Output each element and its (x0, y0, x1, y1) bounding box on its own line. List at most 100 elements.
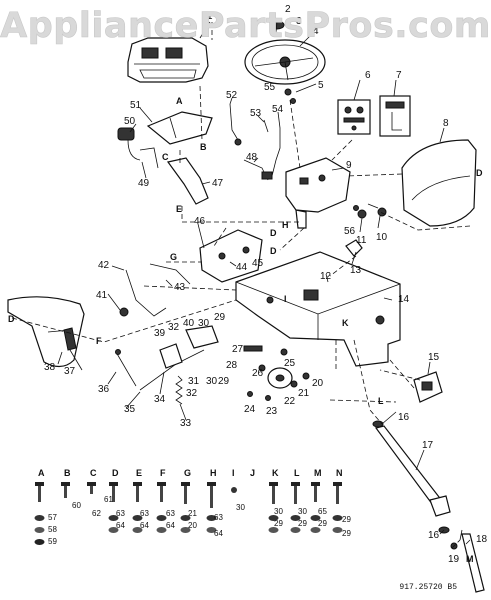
decal-6-part[interactable] (337, 99, 371, 135)
wire-49-part[interactable] (139, 147, 159, 169)
hw-63a: 63 (116, 509, 125, 518)
callout-30a: 30 (198, 318, 210, 329)
callout-39: 39 (154, 328, 166, 339)
switch-56-part[interactable] (353, 205, 359, 211)
rod-43-part[interactable] (149, 263, 191, 285)
callout-18: 18 (476, 534, 488, 545)
switch-10-part[interactable] (367, 203, 387, 217)
bolt-23-part[interactable] (265, 395, 271, 401)
spring-bracket-47-part[interactable] (166, 157, 209, 205)
decal-7-part[interactable] (379, 95, 411, 137)
hw-bolt-h[interactable] (206, 482, 217, 533)
hw-header-a: A (38, 468, 45, 478)
bracket-15-part[interactable] (413, 371, 443, 403)
steering-shaft-17-part[interactable] (374, 425, 451, 517)
switch-11-part[interactable] (357, 209, 367, 219)
hw-header-j: J (250, 468, 255, 478)
callout-12: 12 (320, 271, 332, 282)
ref-H: H (282, 220, 289, 230)
switch-13-part[interactable] (345, 239, 363, 257)
callout-15: 15 (428, 352, 440, 363)
trim-37-part[interactable] (63, 327, 77, 351)
link-34-part[interactable] (159, 343, 183, 369)
hw-bolt-n[interactable] (332, 482, 343, 533)
pulley-22-part[interactable] (267, 367, 293, 389)
callout-23: 23 (266, 406, 278, 417)
cable-54-part[interactable] (271, 128, 281, 177)
callout-41: 41 (96, 290, 108, 301)
callout-32a: 32 (168, 322, 180, 333)
hw-bolt-f[interactable] (156, 482, 167, 533)
cable-52-part[interactable] (229, 103, 242, 146)
frame-14-part[interactable] (235, 251, 401, 367)
hw-header-m: M (314, 468, 322, 478)
hw-59: 59 (48, 537, 57, 546)
hw-bolt-g[interactable] (180, 482, 191, 533)
hw-60: 60 (72, 501, 81, 510)
hw-header-b: B (64, 468, 71, 478)
callout-14: 14 (398, 294, 410, 305)
pin-25-part[interactable] (280, 348, 288, 356)
washer-21-part[interactable] (290, 380, 298, 388)
seat-bracket-51-part[interactable] (146, 111, 213, 145)
cable-48-part[interactable] (243, 159, 273, 181)
hw-bolt-e[interactable] (132, 482, 143, 533)
washer-26-part[interactable] (258, 364, 266, 372)
spring-33-part[interactable] (175, 375, 183, 405)
knob-41-part[interactable] (119, 307, 129, 317)
callout-31: 31 (188, 376, 200, 387)
plate-40-part[interactable] (185, 325, 219, 349)
callout-49: 49 (138, 178, 150, 189)
ref-G: G (170, 252, 177, 262)
callout-40: 40 (183, 318, 195, 329)
ref-B: B (200, 142, 207, 152)
nut-20-part[interactable] (302, 372, 310, 380)
hw-63c: 63 (166, 509, 175, 518)
lever-36-part[interactable] (115, 349, 137, 387)
hw-bolt-l[interactable] (290, 482, 301, 533)
hw-63d: 63 (214, 513, 223, 522)
hw-bolt-a[interactable] (34, 482, 45, 545)
callout-1: 1 (207, 11, 213, 22)
hw-bolt-k[interactable] (268, 482, 279, 533)
callout-22: 22 (284, 396, 296, 407)
diagram-code: 917.25720 B5 (399, 583, 457, 592)
rod-42-part[interactable] (125, 269, 167, 317)
hw-bolt-d[interactable] (108, 482, 119, 533)
hw-header-i: I (232, 468, 235, 478)
callout-13: 13 (350, 265, 362, 276)
screw-53-part[interactable] (263, 119, 269, 133)
hw-bolt-m[interactable] (310, 482, 321, 533)
dash-support-46-part[interactable] (199, 229, 263, 283)
callout-10: 10 (376, 232, 388, 243)
pin-27-part[interactable] (243, 345, 263, 352)
hw-pin-i[interactable] (231, 487, 237, 493)
hw-header-e: E (136, 468, 142, 478)
dash-panel-9-part[interactable] (285, 157, 351, 229)
hw-header-l: L (294, 468, 300, 478)
ref-L: L (378, 396, 384, 406)
ref-M: M (466, 554, 474, 564)
callout-9: 9 (346, 160, 352, 171)
ref-D1: D (476, 168, 483, 178)
steering-wheel-part[interactable] (244, 39, 326, 85)
hw-62: 62 (92, 509, 101, 518)
callout-5: 5 (318, 80, 324, 91)
callout-4: 4 (313, 26, 319, 37)
shaft-18-part[interactable] (461, 533, 485, 593)
hw-64a: 64 (116, 521, 125, 530)
hw-header-g: G (184, 468, 191, 478)
leader-lines (57, 21, 471, 545)
callout-48: 48 (246, 152, 258, 163)
seat-part[interactable] (127, 37, 209, 83)
callout-53: 53 (250, 108, 262, 119)
fender-8-part[interactable] (401, 139, 477, 227)
callout-55: 55 (264, 82, 276, 93)
hw-bolt-c[interactable] (87, 482, 96, 494)
hw-bolt-b[interactable] (61, 482, 70, 498)
bolt-24-part[interactable] (247, 391, 253, 397)
ref-D3: D (270, 246, 277, 256)
ignition-switch-50-part[interactable] (117, 127, 141, 161)
hw-29c: 29 (318, 519, 327, 528)
